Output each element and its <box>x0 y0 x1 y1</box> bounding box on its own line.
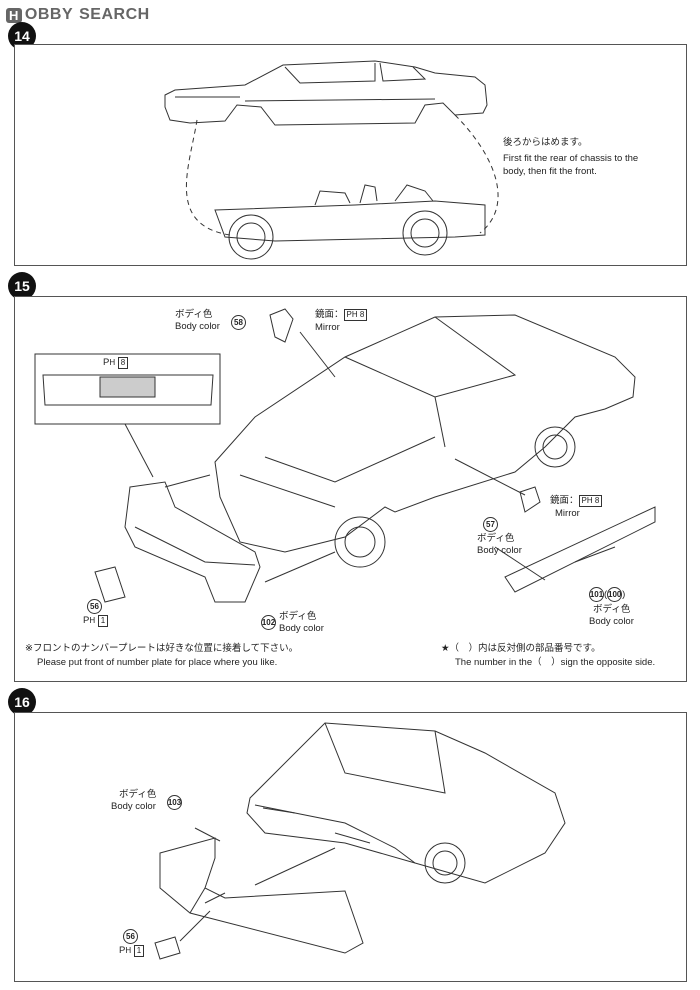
part-57: 57 <box>483 517 498 532</box>
mirror-top-label: 鏡面：PH 8 <box>315 309 368 321</box>
part-56-rear-ph1: PH 1 <box>119 945 145 957</box>
step-16-badge: 16 <box>8 688 36 716</box>
opposite-note-en: The number in the（ ）sign the opposite si… <box>455 657 656 668</box>
front-plate-note-en: Please put front of number plate for pla… <box>37 657 278 668</box>
part-103: 103 <box>167 795 182 810</box>
step-15-badge: 15 <box>8 272 36 300</box>
part-56-ph1: PH 1 <box>83 615 109 627</box>
opposite-note-ja: ★（ ）内は反対側の部品番号です。 <box>441 643 601 654</box>
step-14-note-en-1: First fit the rear of chassis to the <box>503 153 639 164</box>
step-14-note-ja: 後ろからはめます。 <box>503 137 588 148</box>
mirror-top-en: Mirror <box>315 322 340 333</box>
part-102: 102 <box>261 615 276 630</box>
part-58: 58 <box>231 315 246 330</box>
body-color-102-ja: ボディ色 <box>279 611 317 622</box>
mirror-side-en: Mirror <box>555 508 580 519</box>
front-plate-note-ja: ※フロントのナンバープレートは好きな位置に接着して下さい。 <box>25 643 299 654</box>
part-56: 56 <box>87 599 102 614</box>
mirror-side-label: 鏡面：PH 8 <box>550 495 603 507</box>
step-16-panel: ボディ色 Body color 103 56 PH 1 <box>14 712 687 982</box>
step-14-note-en-2: body, then fit the front. <box>503 166 597 177</box>
step-15-illustration <box>34 308 656 603</box>
body-color-58-en: Body color <box>175 321 220 332</box>
body-color-58-ja: ボディ色 <box>175 309 213 320</box>
body-color-101-ja: ボディ色 <box>593 604 631 615</box>
step-15-panel: ボディ色 Body color 58 鏡面：PH 8 Mirror PH 8 鏡… <box>14 296 687 682</box>
hobby-search-logo[interactable]: H OBBY SEARCH <box>6 6 150 24</box>
part-101-100: 101(100) <box>589 587 625 602</box>
step-14-illustration <box>164 60 499 260</box>
site-header: H OBBY SEARCH <box>6 5 150 25</box>
body-color-103-en: Body color <box>111 801 156 812</box>
body-color-101-en: Body color <box>589 616 634 627</box>
step-14-panel: 後ろからはめます。 First fit the rear of chassis … <box>14 44 687 266</box>
body-color-102-en: Body color <box>279 623 324 634</box>
step-16-illustration <box>154 722 566 960</box>
body-color-57-ja: ボディ色 <box>477 533 515 544</box>
inset-ph8: PH 8 <box>103 357 129 369</box>
body-color-103-ja: ボディ色 <box>119 789 157 800</box>
body-color-57-en: Body color <box>477 545 522 556</box>
part-56-rear: 56 <box>123 929 138 944</box>
